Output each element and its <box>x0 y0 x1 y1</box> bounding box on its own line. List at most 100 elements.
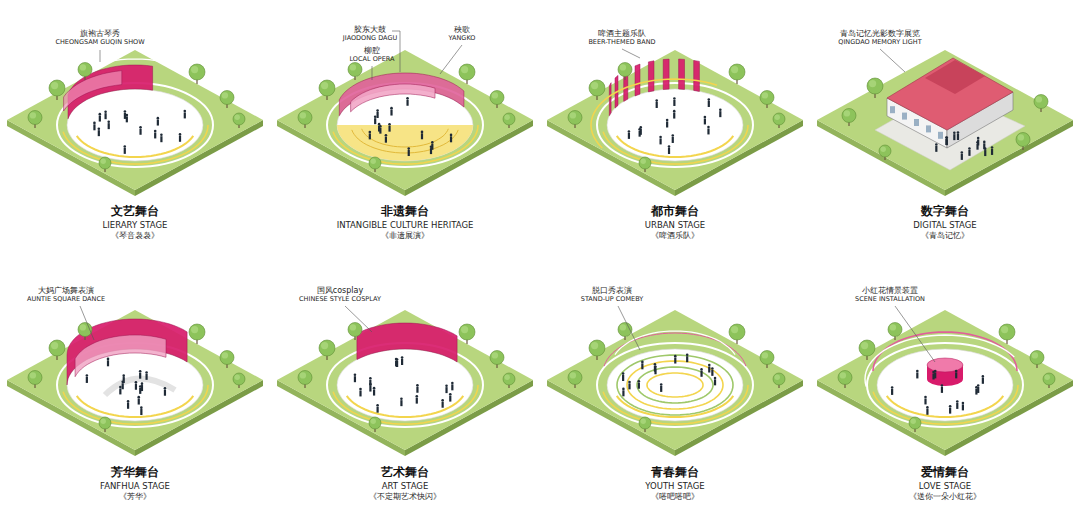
ring-path <box>615 331 735 355</box>
person <box>416 398 418 404</box>
tree-canopy <box>99 417 111 429</box>
tree-canopy <box>729 64 745 80</box>
stage-title: 艺术舞台 <box>381 466 429 478</box>
person-head <box>124 110 127 113</box>
person <box>953 134 955 140</box>
person-head <box>962 402 965 405</box>
tree-highlight <box>840 372 846 378</box>
stage-wall <box>609 83 611 116</box>
callout-label: 脱口秀表演 <box>592 287 632 295</box>
tree-highlight <box>1018 134 1024 140</box>
person <box>139 373 141 379</box>
person-head <box>916 370 919 373</box>
tree-canopy <box>298 371 312 385</box>
callout-label-en: AUNTIE SQUARE DANCE <box>27 296 105 303</box>
callout-label: 青岛记忆光影数字展览 <box>840 30 920 38</box>
person-head <box>666 119 669 122</box>
person <box>160 136 162 142</box>
tree-canopy <box>28 111 42 125</box>
tree-highlight <box>235 115 240 120</box>
tree-canopy <box>589 80 605 96</box>
person <box>641 363 643 369</box>
tree-canopy <box>319 340 335 356</box>
tree-highlight <box>762 352 768 358</box>
person-head <box>378 123 381 126</box>
person-head <box>711 367 714 370</box>
person-head <box>107 358 110 361</box>
person <box>179 136 181 142</box>
person <box>968 150 970 156</box>
tree-highlight <box>591 342 598 349</box>
stage-wall <box>357 323 457 362</box>
person-head <box>99 113 102 116</box>
person <box>700 371 702 377</box>
stage-wall <box>635 64 640 96</box>
ring-path <box>327 343 483 427</box>
person <box>406 100 408 106</box>
person-head <box>924 396 927 399</box>
ring-path <box>597 83 753 167</box>
person <box>431 144 433 150</box>
person <box>164 390 166 396</box>
tree-highlight <box>1036 96 1042 102</box>
tree-canopy <box>568 111 582 125</box>
person-head <box>935 143 938 146</box>
yellow-ring <box>63 125 208 164</box>
yellow-ring <box>873 385 1018 424</box>
tree-canopy <box>1043 373 1055 385</box>
leader-line <box>622 49 640 58</box>
person-head <box>93 122 96 125</box>
tree-highlight <box>505 115 510 120</box>
person-head <box>406 97 409 100</box>
person <box>442 402 444 408</box>
person-head <box>137 396 140 399</box>
stage-title: 数字舞台 <box>921 205 969 217</box>
person <box>640 129 642 135</box>
tree-canopy <box>760 351 774 365</box>
person <box>127 403 129 409</box>
callout-label: 胶东大鼓 <box>354 26 386 34</box>
person <box>711 370 713 376</box>
person-head <box>926 406 929 409</box>
person <box>124 148 126 154</box>
stage-title: 都市舞台 <box>651 205 699 217</box>
person <box>104 113 106 119</box>
person-head <box>401 356 404 359</box>
person <box>184 112 186 118</box>
tree-canopy <box>348 63 362 77</box>
person-head <box>157 117 160 120</box>
person-head <box>946 136 949 139</box>
tree-highlight <box>461 66 468 73</box>
person <box>416 387 418 393</box>
person <box>656 102 658 108</box>
person <box>400 400 402 406</box>
callout-label: 柳腔 <box>364 47 380 55</box>
person <box>977 387 979 393</box>
person <box>946 139 948 145</box>
person <box>660 386 662 392</box>
person-head <box>671 134 674 137</box>
person <box>704 118 706 124</box>
stage-subtitle: 《不定期艺术快闪》 <box>369 493 441 501</box>
person <box>654 368 656 374</box>
tree-canopy <box>879 145 891 157</box>
yellow-ring <box>603 125 748 164</box>
person-head <box>707 126 710 129</box>
tree-highlight <box>461 326 468 333</box>
person-head <box>708 98 711 101</box>
yellow-ring <box>333 125 478 164</box>
tree-highlight <box>30 372 36 378</box>
cylinder-top <box>927 358 963 372</box>
tree-highlight <box>641 159 646 164</box>
person <box>135 384 137 390</box>
person-head <box>957 131 960 134</box>
yellow-ring <box>617 136 734 157</box>
tree-highlight <box>881 147 886 152</box>
person-head <box>673 97 676 100</box>
person <box>916 372 918 378</box>
person-head <box>654 363 657 366</box>
stage-subtitle: 《青岛记忆》 <box>921 232 969 240</box>
person <box>708 367 710 373</box>
tree-canopy <box>220 351 234 365</box>
person-head <box>953 131 956 134</box>
